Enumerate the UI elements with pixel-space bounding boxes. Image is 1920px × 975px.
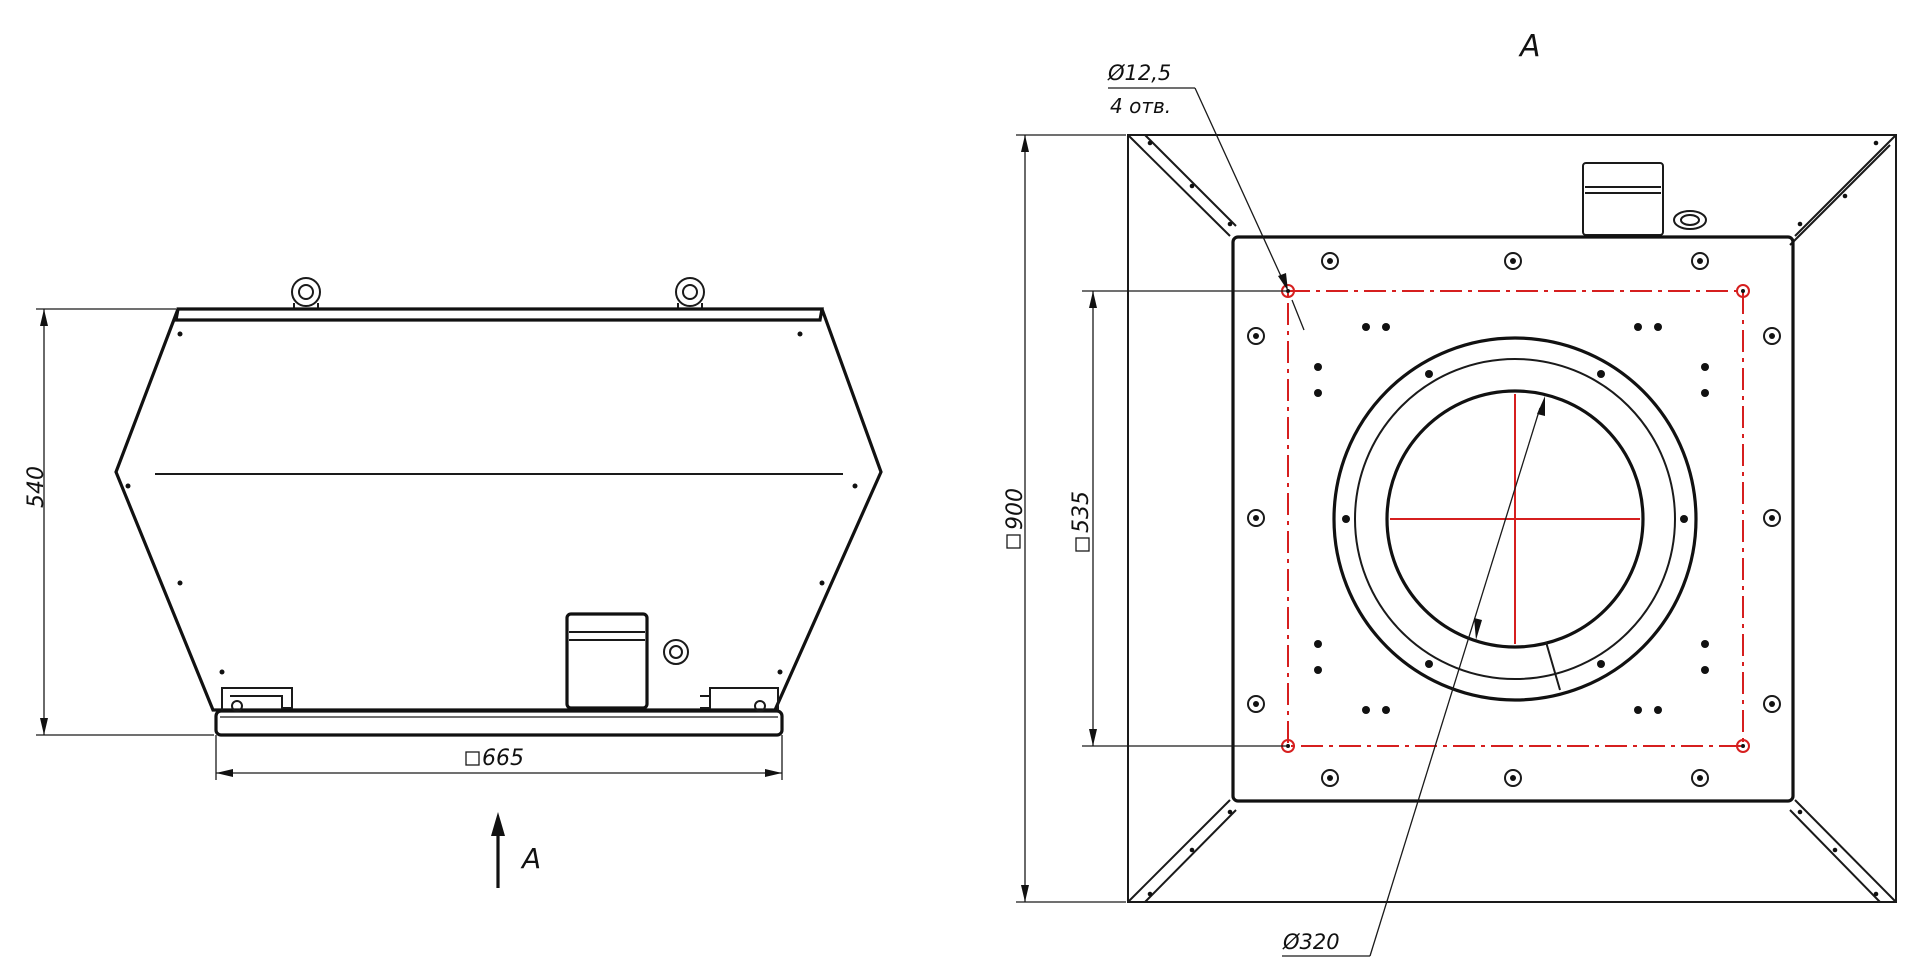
bolt-dim-label: 535 bbox=[1069, 491, 1094, 533]
square-symbol bbox=[465, 751, 480, 766]
outlet-opening bbox=[1385, 389, 1645, 649]
terminal-box bbox=[565, 612, 649, 710]
top-view: A bbox=[1003, 29, 1897, 957]
lifting-eye-right bbox=[675, 277, 705, 310]
outlet-flange bbox=[1332, 336, 1698, 702]
roof-base-square bbox=[1127, 134, 1897, 903]
foot-bracket-left bbox=[221, 687, 293, 710]
hole-callout-leader bbox=[1108, 87, 1305, 331]
view-direction-arrow bbox=[491, 812, 505, 888]
height-dim-label: 540 bbox=[24, 466, 49, 508]
housing-outline bbox=[114, 308, 883, 712]
rivets bbox=[125, 331, 858, 675]
housing-lid bbox=[174, 307, 824, 322]
view-title: A bbox=[1518, 29, 1541, 64]
outlet-inner-ring bbox=[1354, 358, 1676, 680]
outer-dim-label: 900 bbox=[1003, 488, 1028, 530]
width-dim-label: 665 bbox=[482, 746, 524, 771]
flange-rivets bbox=[1342, 370, 1688, 668]
height-dimension bbox=[36, 308, 214, 736]
lifting-eye-left bbox=[291, 277, 321, 310]
bolt-dimension bbox=[1075, 290, 1286, 747]
hole-count-label: 4 отв. bbox=[1110, 94, 1171, 118]
outlet-diameter-label: Ø320 bbox=[1282, 930, 1340, 954]
terminal-box-top bbox=[1582, 162, 1707, 236]
square-symbol-900 bbox=[1006, 534, 1021, 549]
cable-gland bbox=[663, 639, 689, 665]
outer-dimension bbox=[1006, 134, 1126, 903]
side-view: 540 665 A bbox=[24, 277, 883, 888]
foot-bracket-right bbox=[700, 687, 779, 710]
outlet-diameter-leader bbox=[1282, 396, 1545, 957]
view-marker-label: A bbox=[520, 842, 541, 875]
fan-base-plate bbox=[1231, 235, 1795, 803]
base-frame bbox=[214, 709, 784, 737]
hole-diameter-label: Ø12,5 bbox=[1107, 61, 1171, 85]
mounting-nuts bbox=[1247, 252, 1781, 787]
outlet-seam bbox=[1545, 641, 1561, 691]
centerlines bbox=[1390, 394, 1640, 644]
plate-bolts bbox=[1314, 323, 1709, 714]
width-dimension bbox=[215, 735, 783, 780]
square-symbol-535 bbox=[1075, 537, 1090, 552]
skirt-corners bbox=[1127, 134, 1897, 903]
skirt-rivets bbox=[1147, 140, 1879, 897]
